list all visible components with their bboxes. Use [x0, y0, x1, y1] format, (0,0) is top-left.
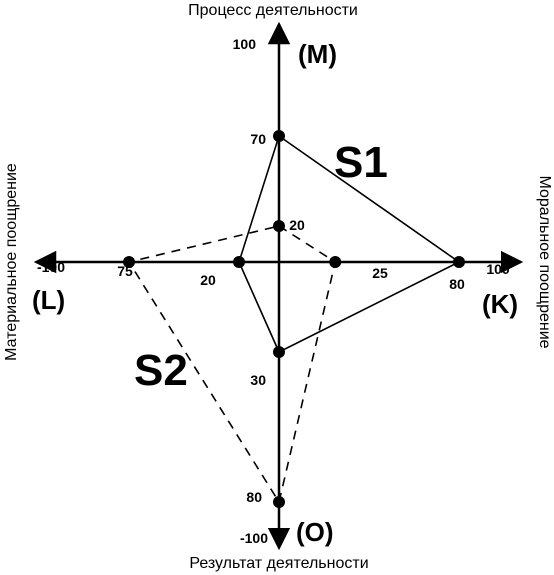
s1-up-value: 70: [250, 131, 266, 147]
top-axis-label: Процесс деятельности: [188, 2, 358, 19]
pole-right-label: (K): [482, 289, 518, 319]
s2-point-up: [273, 220, 285, 232]
s2-point-left: [123, 256, 135, 268]
right-max-label: 100: [486, 261, 510, 277]
s1-point-up: [273, 130, 285, 142]
s1-point-right: [453, 256, 465, 268]
s2-up-value: 20: [289, 217, 305, 233]
bottom-min-label: -100: [240, 530, 268, 546]
s2-left-value: 75: [117, 263, 133, 279]
s2-right-value: 25: [372, 265, 388, 281]
left-min-label: -100: [37, 259, 65, 275]
s1-right-value: 80: [449, 276, 465, 292]
s2-polygon: [127, 225, 337, 505]
s2-point-down: [273, 496, 285, 508]
bottom-axis-label: Результат деятельности: [189, 555, 368, 572]
s1-point-down: [273, 346, 285, 358]
s2-point-right: [329, 256, 342, 268]
s1-down-value: 30: [250, 372, 266, 388]
top-max-label: 100: [233, 36, 257, 52]
s1-left-value: 20: [200, 272, 216, 288]
pole-bottom-label: (O): [296, 517, 334, 547]
s1-label: S1: [334, 138, 388, 187]
pole-left-label: (L): [32, 285, 65, 315]
left-axis-label: Материальное поощрение: [3, 163, 20, 361]
pole-top-label: (M): [298, 39, 337, 69]
s2-down-value: 80: [246, 489, 262, 505]
points-group: [123, 130, 465, 508]
right-axis-label: Моральное поощрение: [536, 175, 553, 348]
s1-point-left: [233, 256, 245, 268]
s2-label: S2: [134, 346, 188, 395]
